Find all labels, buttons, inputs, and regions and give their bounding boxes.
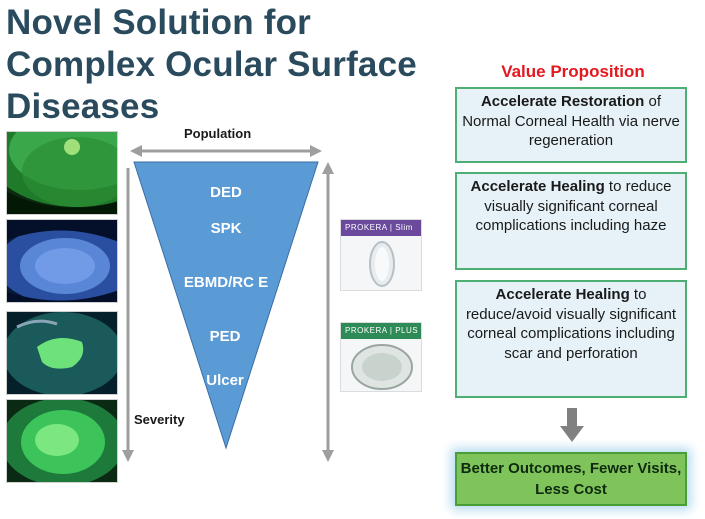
eye-photo-1 [6,131,118,215]
population-arrow [130,145,322,157]
slide-title: Novel Solution for Complex Ocular Surfac… [6,3,417,126]
value-box-healing-scar: Accelerate Healing to reduce/avoid visua… [455,280,687,398]
prokera-plus-product: PROKERA | PLUS [340,322,422,392]
severity-triangle-diagram [122,145,334,462]
treatment-range-arrow [322,162,334,462]
prokera-plus-brand: PROKERA | PLUS [341,323,421,339]
value-proposition-heading: Value Proposition [501,62,645,81]
value-box-restoration: Accelerate Restoration of Normal Corneal… [455,87,687,163]
level-spk: SPK [210,220,242,237]
down-arrow-icon [560,408,584,442]
severity-triangle [133,161,319,450]
prokera-slim-brand: PROKERA | Slim [341,220,421,236]
severity-label: Severity [134,412,185,427]
eye-photo-2 [6,219,118,303]
eye-photo-3 [6,311,118,395]
level-ulcer: Ulcer [206,372,244,389]
prokera-slim-product: PROKERA | Slim [340,219,422,291]
severity-arrow-left [122,168,134,462]
level-ped: PED [209,328,241,345]
level-ebmd-rce: EBMD/RC E [183,274,269,291]
prokera-plus-ring-icon [351,344,413,390]
population-label: Population [184,126,252,141]
value-box-healing-haze: Accelerate Healing to reduce visually si… [455,172,687,270]
outcome-box: Better Outcomes, Fewer Visits, Less Cost [455,452,687,506]
eye-photo-4 [6,399,118,483]
prokera-slim-ring-icon [369,241,395,287]
level-ded: DED [210,184,242,201]
